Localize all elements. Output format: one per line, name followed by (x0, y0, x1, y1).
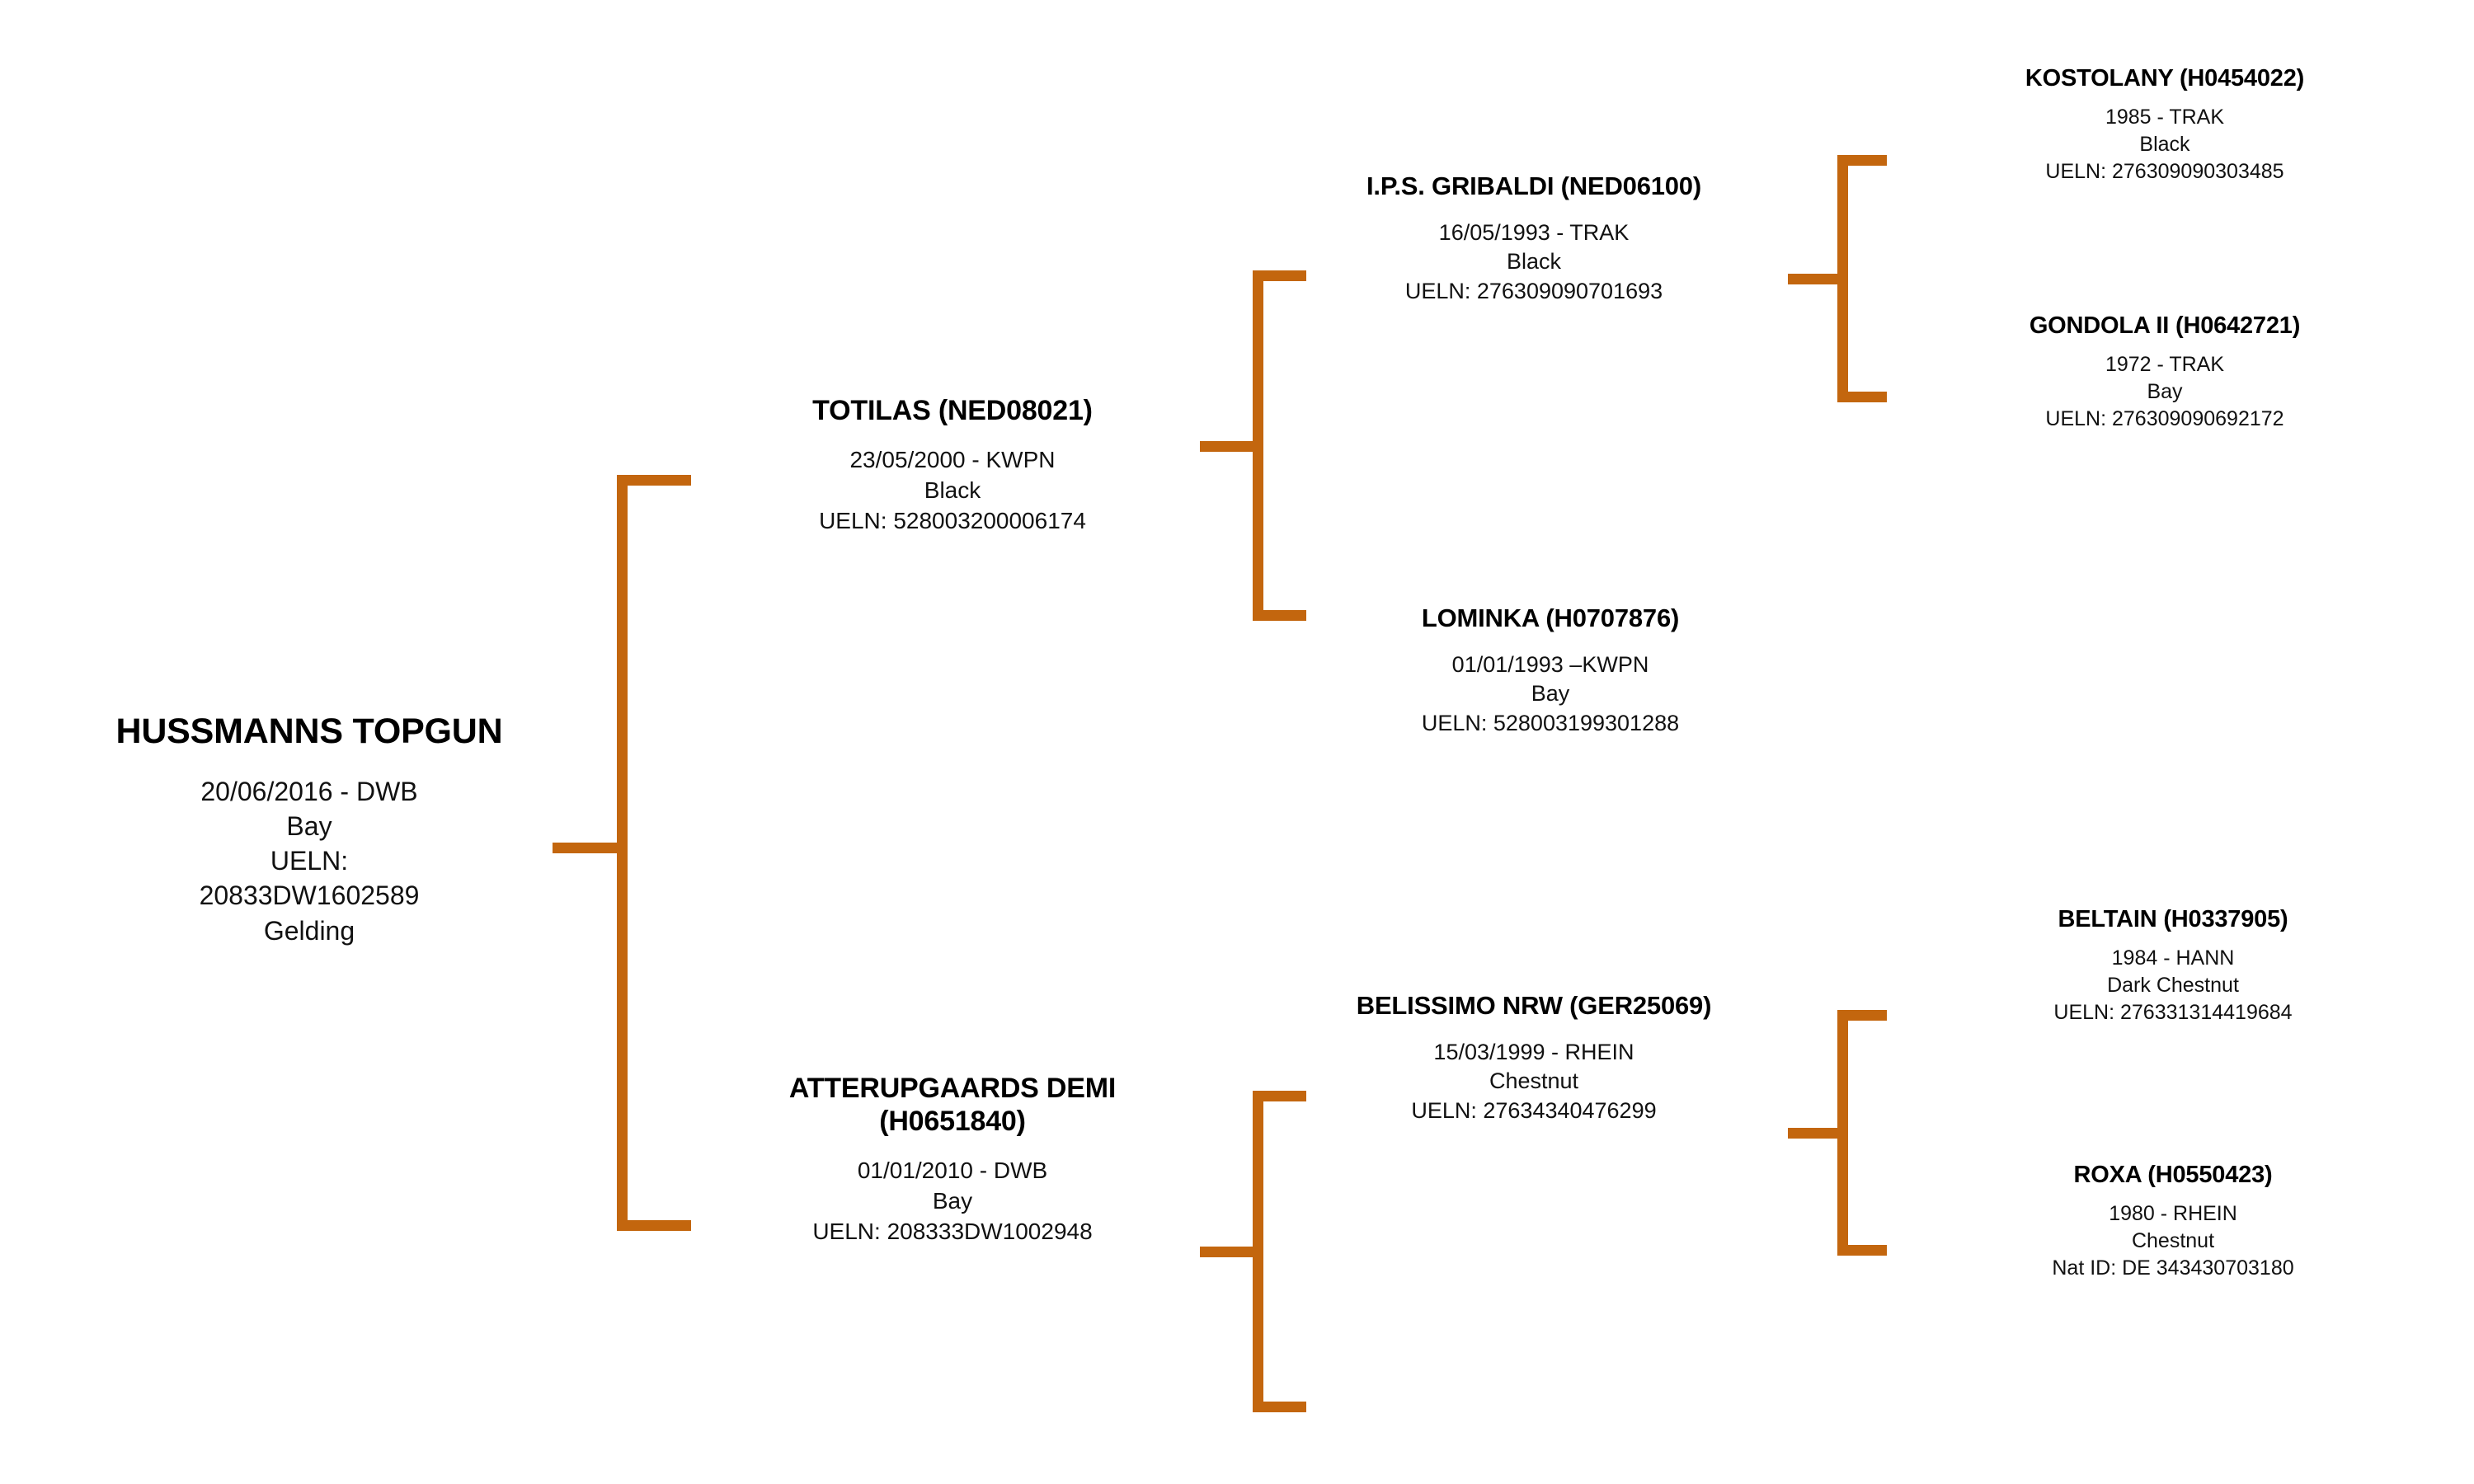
node-sire-sire-dam-name: GONDOLA II (H0642721) (2029, 312, 2301, 339)
node-dam-sire-details: 15/03/1999 - RHEIN Chestnut UELN: 276343… (1411, 1039, 1657, 1123)
connector-dam-to-parents (1200, 1091, 1306, 1412)
connector-stub-left (1788, 1128, 1837, 1139)
node-sire-dam-details: 01/01/1993 –KWPN Bay UELN: 5280031993012… (1421, 651, 1680, 735)
node-sire-sire-dam-details: 1972 - TRAK Bay UELN: 276309090692172 (2045, 353, 2284, 431)
connector-arm-top (1253, 270, 1306, 281)
node-sire[interactable]: TOTILAS (NED08021) 23/05/2000 - KWPN Bla… (701, 394, 1204, 537)
node-sire-sire-details: 16/05/1993 - TRAK Black UELN: 2763090907… (1404, 219, 1663, 303)
node-dam-sire-dam-details: 1980 - RHEIN Chestnut Nat ID: DE 3434307… (2052, 1202, 2294, 1280)
connector-arm-bottom (1837, 392, 1887, 402)
node-dam-sire-sire-name: BELTAIN (H0337905) (2058, 906, 2288, 932)
node-sire-sire[interactable]: I.P.S. GRIBALDI (NED06100) 16/05/1993 - … (1262, 171, 1806, 306)
connector-arm-bottom (1253, 610, 1306, 621)
connector-spine (1837, 1010, 1848, 1256)
node-dam[interactable]: ATTERUPGAARDS DEMI (H0651840) 01/01/2010… (701, 1072, 1204, 1247)
node-dam-name: ATTERUPGAARDS DEMI (H0651840) (788, 1073, 1117, 1138)
node-sire-name: TOTILAS (NED08021) (812, 395, 1093, 426)
node-sire-sire-name: I.P.S. GRIBALDI (NED06100) (1366, 171, 1701, 200)
connector-subject-to-parents (553, 475, 691, 1231)
node-sire-sire-sire[interactable]: KOSTOLANY (H0454022) 1985 - TRAK Black U… (1872, 64, 2458, 186)
node-dam-sire-name: BELISSIMO NRW (GER25069) (1356, 991, 1712, 1020)
node-sire-sire-sire-details: 1985 - TRAK Black UELN: 276309090303485 (2045, 106, 2284, 184)
node-sire-sire-sire-name: KOSTOLANY (H0454022) (2025, 65, 2305, 92)
connector-stub-left (1788, 274, 1837, 284)
node-dam-sire-dam[interactable]: ROXA (H0550423) 1980 - RHEIN Chestnut Na… (1888, 1161, 2458, 1282)
connector-arm-top (1837, 155, 1887, 166)
connector-stub-left (1200, 441, 1253, 452)
node-sire-details: 23/05/2000 - KWPN Black UELN: 5280032000… (819, 447, 1086, 534)
connector-arm-top (617, 475, 691, 486)
connector-spine (617, 475, 628, 1231)
node-dam-sire-sire[interactable]: BELTAIN (H0337905) 1984 - HANN Dark Ches… (1888, 905, 2458, 1026)
node-dam-details: 01/01/2010 - DWB Bay UELN: 208333DW10029… (812, 1158, 1093, 1245)
node-dam-sire[interactable]: BELISSIMO NRW (GER25069) 15/03/1999 - RH… (1262, 991, 1806, 1125)
connector-stub-left (1200, 1247, 1253, 1257)
node-subject-details: 20/06/2016 - DWB Bay UELN: 20833DW160258… (199, 776, 420, 946)
connector-arm-bottom (617, 1220, 691, 1231)
node-sire-dam[interactable]: LOMINKA (H0707876) 01/01/1993 –KWPN Bay … (1295, 603, 1806, 738)
connector-spine (1253, 270, 1263, 621)
connector-dam-sire-to-parents (1788, 1010, 1887, 1256)
node-sire-sire-dam[interactable]: GONDOLA II (H0642721) 1972 - TRAK Bay UE… (1872, 312, 2458, 433)
node-dam-sire-dam-name: ROXA (H0550423) (2073, 1162, 2273, 1188)
node-subject-name: HUSSMANNS TOPGUN (115, 711, 503, 751)
node-dam-sire-sire-details: 1984 - HANN Dark Chestnut UELN: 27633131… (2053, 946, 2293, 1025)
connector-spine (1253, 1091, 1263, 1412)
connector-arm-bottom (1837, 1245, 1887, 1256)
connector-sire-sire-to-parents (1788, 155, 1887, 402)
connector-spine (1837, 155, 1848, 402)
node-sire-dam-name: LOMINKA (H0707876) (1421, 603, 1680, 632)
connector-arm-top (1837, 1010, 1887, 1021)
connector-arm-bottom (1253, 1402, 1306, 1412)
connector-arm-top (1253, 1091, 1306, 1101)
node-subject[interactable]: HUSSMANNS TOPGUN 20/06/2016 - DWB Bay UE… (16, 711, 602, 948)
connector-sire-to-parents (1200, 270, 1306, 621)
connector-stub-left (553, 843, 617, 853)
